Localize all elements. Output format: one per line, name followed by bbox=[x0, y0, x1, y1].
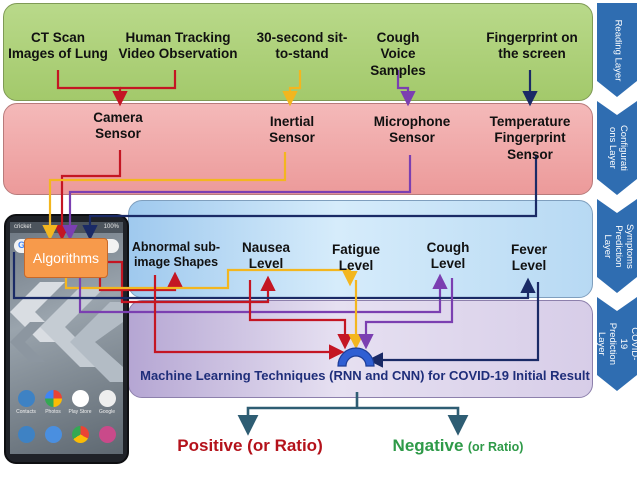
cough-to-ml-arrow bbox=[358, 278, 454, 350]
camera-to-algorithms-arrow bbox=[54, 150, 122, 241]
negative-ratio-label: (or Ratio) bbox=[467, 440, 524, 454]
microphone-sensor-node: Microphone Sensor bbox=[373, 114, 451, 146]
sit-to-inertial-arrow bbox=[282, 70, 302, 107]
fever-to-ml-arrow bbox=[367, 282, 540, 368]
fingerprint-screen-node: Fingerprint on the screen bbox=[486, 30, 578, 62]
temperature-sensor-node: Temperature Fingerprint Sensor bbox=[489, 114, 571, 162]
ml-to-positive-arrow bbox=[237, 406, 357, 436]
negative-outcome: Negative (or Ratio) bbox=[378, 436, 538, 456]
contacts-app: Contacts bbox=[14, 390, 38, 415]
covid-layer-tab: COVID-19 Prediction Layer bbox=[596, 297, 640, 391]
play-store-app: Play Store bbox=[68, 390, 92, 415]
fever-level-node: Fever Level bbox=[510, 242, 548, 274]
sit-to-stand-node: 30-second sit-to-stand bbox=[256, 30, 348, 62]
mic-to-algorithms-arrow bbox=[62, 155, 412, 241]
configurations-layer-tab: Configurati ons Layer bbox=[597, 101, 637, 195]
camera-sensor-node: Camera Sensor bbox=[93, 110, 143, 142]
fatigue-level-node: Fatigue Level bbox=[331, 242, 380, 274]
algorithms-to-abnormal-arrow bbox=[98, 271, 183, 292]
algorithms-to-cough-arrow bbox=[78, 273, 448, 314]
nausea-to-ml-arrow bbox=[248, 280, 353, 350]
reading-layer-tab: Reading Layer bbox=[597, 3, 637, 97]
wallpaper-chevron-pattern bbox=[10, 282, 123, 382]
chrome-icon bbox=[68, 426, 92, 443]
google-g-icon: G bbox=[18, 240, 26, 250]
ml-techniques-label: Machine Learning Techniques (RNN and CNN… bbox=[140, 368, 590, 383]
human-tracking-node: Human Tracking Video Observation bbox=[118, 30, 238, 62]
reading-layer-panel bbox=[3, 3, 593, 101]
google-app: Google bbox=[95, 390, 119, 415]
phone-dock-row bbox=[14, 426, 119, 443]
temp-to-algorithms-arrow bbox=[82, 155, 538, 241]
cough-level-node: Cough Level bbox=[426, 240, 470, 272]
phone-dialer-icon bbox=[14, 426, 38, 443]
algorithms-to-nausea-arrow bbox=[108, 260, 276, 304]
phone-carrier: cricket bbox=[14, 224, 32, 230]
nausea-level-node: Nausea Level bbox=[241, 240, 291, 272]
algorithms-to-fever-arrow bbox=[12, 252, 536, 300]
algorithms-box: Algorithms bbox=[24, 238, 108, 278]
cough-voice-node: Cough Voice Samples bbox=[370, 30, 426, 78]
cough-to-mic-arrow bbox=[396, 70, 416, 107]
negative-label: Negative bbox=[392, 436, 464, 455]
inertial-sensor-node: Inertial Sensor bbox=[269, 114, 315, 146]
algorithms-to-fatigue-arrow bbox=[64, 268, 358, 290]
inertial-to-algorithms-arrow bbox=[42, 152, 287, 241]
camera-app-icon bbox=[95, 426, 119, 443]
ct-to-camera-arrow bbox=[56, 70, 128, 107]
ml-to-negative-arrow bbox=[357, 406, 469, 436]
ml-hub-icon bbox=[337, 347, 375, 367]
phone-battery: 100% bbox=[103, 224, 119, 230]
symptoms-layer-tab: Symptoms Prediction Layer bbox=[597, 199, 637, 293]
messages-icon bbox=[41, 426, 65, 443]
abnormal-to-ml-arrow bbox=[153, 275, 345, 360]
positive-outcome: Positive (or Ratio) bbox=[177, 436, 323, 455]
photos-app: Photos bbox=[41, 390, 65, 415]
abnormal-shapes-node: Abnormal sub-image Shapes bbox=[131, 240, 221, 270]
phone-app-row: Contacts Photos Play Store Google bbox=[14, 390, 119, 415]
ct-scan-node: CT Scan Images of Lung bbox=[8, 30, 108, 62]
tracking-to-camera-arrow bbox=[120, 70, 177, 90]
